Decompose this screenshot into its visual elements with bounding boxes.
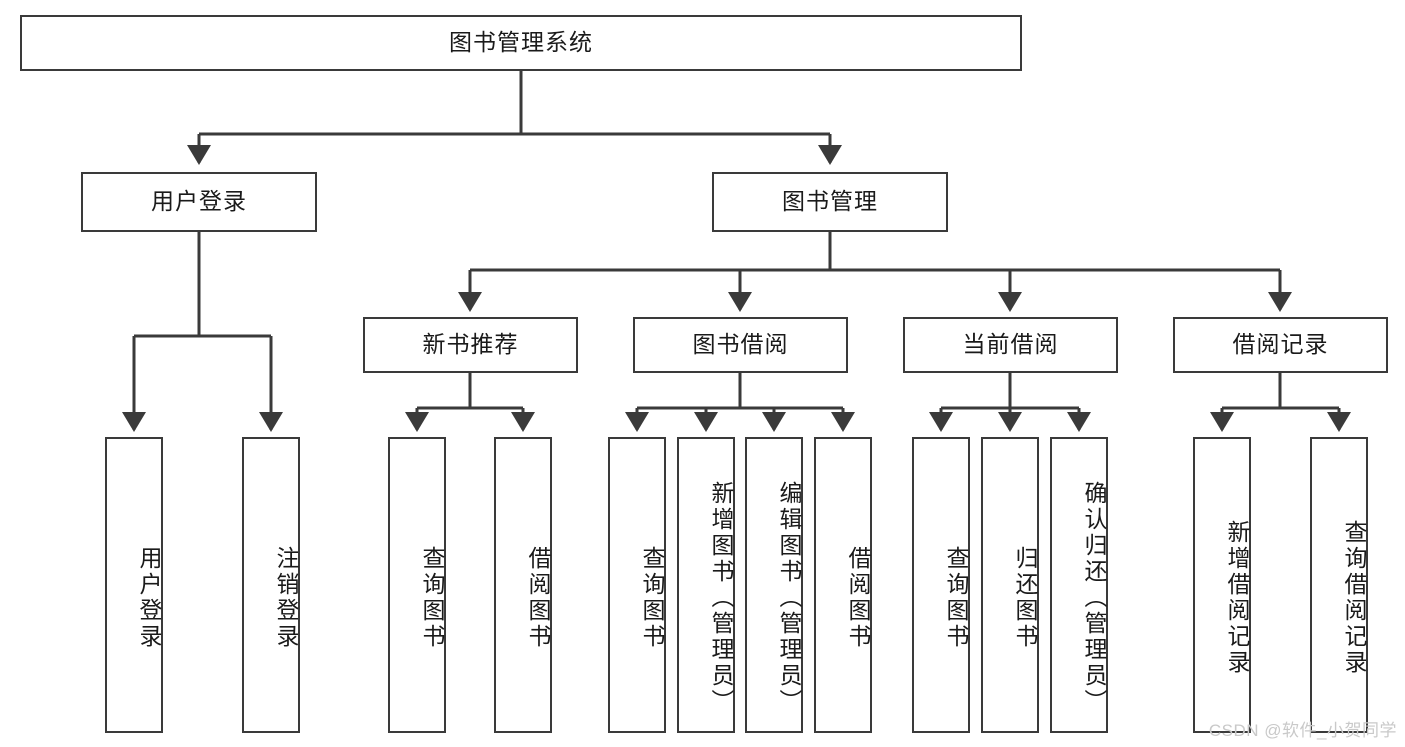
leaf-user-login-label: 用户登录 (136, 546, 162, 650)
node-book-borrow[interactable]: 图书借阅 (633, 317, 848, 373)
leaf-query-book-2-label: 查询图书 (639, 546, 665, 650)
leaf-user-logout-label: 注销登录 (273, 546, 299, 650)
leaf-query-book-3-label: 查询图书 (943, 546, 969, 650)
node-user-login-label: 用户登录 (151, 188, 247, 215)
leaf-user-login[interactable]: 用户登录 (105, 437, 163, 733)
leaf-query-book-2[interactable]: 查询图书 (608, 437, 666, 733)
leaf-borrow-book-1[interactable]: 借阅图书 (494, 437, 552, 733)
node-book-manage[interactable]: 图书管理 (712, 172, 948, 232)
leaf-borrow-book-2[interactable]: 借阅图书 (814, 437, 872, 733)
node-borrow-record[interactable]: 借阅记录 (1173, 317, 1388, 373)
leaf-add-book-label: 新增图书（管理员） (708, 481, 734, 715)
watermark: CSDN @软件_小贺同学 (1208, 721, 1397, 740)
leaf-query-book-1-label: 查询图书 (419, 546, 445, 650)
leaf-borrow-book-2-label: 借阅图书 (845, 546, 871, 650)
node-current-borrow[interactable]: 当前借阅 (903, 317, 1118, 373)
leaf-user-logout[interactable]: 注销登录 (242, 437, 300, 733)
leaf-confirm-return[interactable]: 确认归还（管理员） (1050, 437, 1108, 733)
leaf-add-book[interactable]: 新增图书（管理员） (677, 437, 735, 733)
leaf-return-book-label: 归还图书 (1012, 546, 1038, 650)
node-book-borrow-label: 图书借阅 (692, 331, 789, 358)
leaf-add-record-label: 新增借阅记录 (1224, 520, 1250, 676)
leaf-return-book[interactable]: 归还图书 (981, 437, 1039, 733)
leaf-confirm-return-label: 确认归还（管理员） (1081, 481, 1107, 715)
node-current-borrow-label: 当前借阅 (962, 331, 1059, 358)
leaf-query-record[interactable]: 查询借阅记录 (1310, 437, 1368, 733)
node-new-book-recommend[interactable]: 新书推荐 (363, 317, 578, 373)
leaf-add-record[interactable]: 新增借阅记录 (1193, 437, 1251, 733)
leaf-query-book-3[interactable]: 查询图书 (912, 437, 970, 733)
node-new-book-recommend-label: 新书推荐 (422, 331, 519, 358)
node-book-manage-label: 图书管理 (782, 188, 878, 215)
node-user-login[interactable]: 用户登录 (81, 172, 317, 232)
node-root-label: 图书管理系统 (449, 29, 593, 56)
node-borrow-record-label: 借阅记录 (1232, 331, 1329, 358)
node-root[interactable]: 图书管理系统 (20, 15, 1022, 71)
leaf-query-record-label: 查询借阅记录 (1341, 520, 1367, 676)
leaf-edit-book-label: 编辑图书（管理员） (776, 481, 802, 715)
leaf-edit-book[interactable]: 编辑图书（管理员） (745, 437, 803, 733)
leaf-query-book-1[interactable]: 查询图书 (388, 437, 446, 733)
leaf-borrow-book-1-label: 借阅图书 (525, 546, 551, 650)
